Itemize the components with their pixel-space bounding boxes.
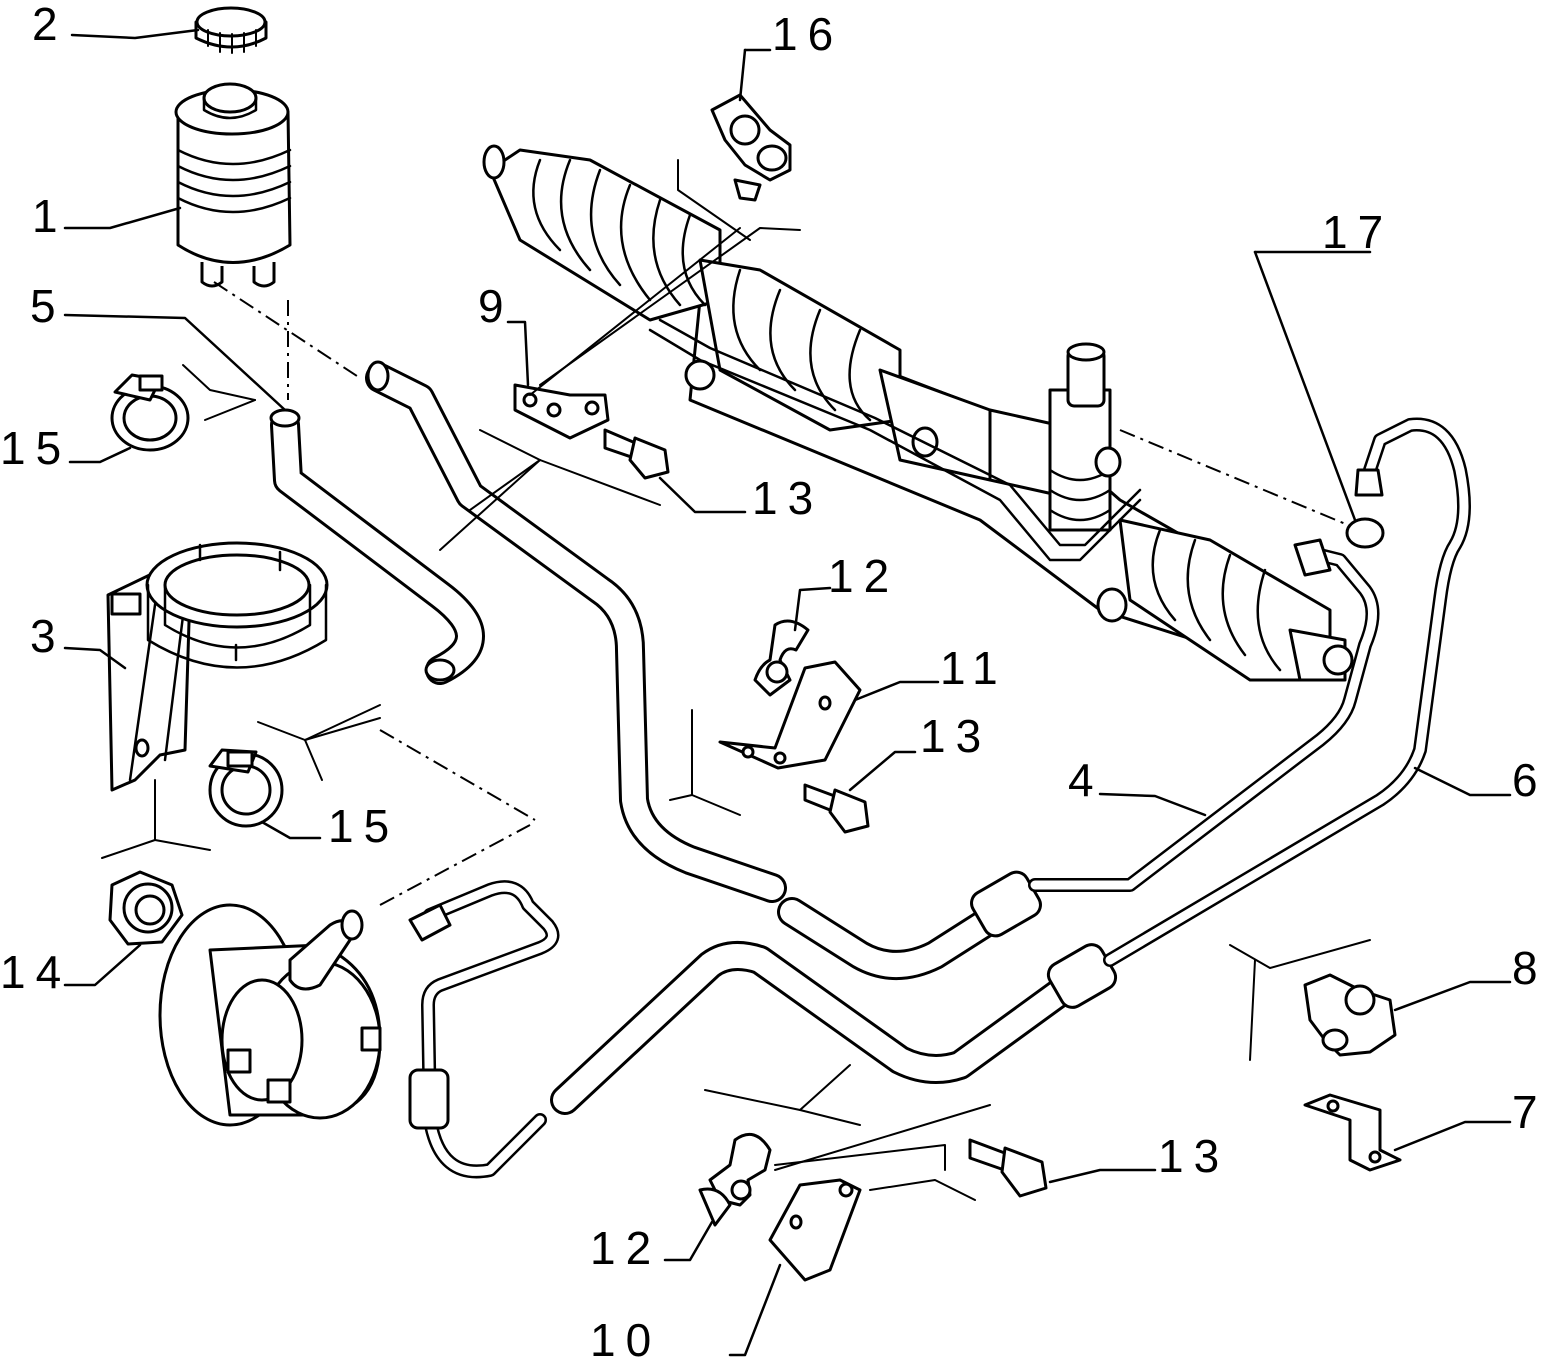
callout-16: 16 [772,8,843,60]
callout-5: 5 [30,280,66,332]
callout-17: 17 [1322,206,1393,258]
steering-rack-part [482,144,1354,682]
callout-13-upper: 13 [752,472,823,524]
pressure-line-part [408,417,1471,1179]
return-line-part [777,538,1380,980]
reservoir-cap-part [194,6,268,54]
callout-4: 4 [1068,754,1104,806]
callout-6: 6 [1512,754,1543,806]
seal-ring-part [1345,517,1385,549]
bracket-7-part [1303,1093,1402,1172]
bracket-9-part [513,383,610,440]
callout-9: 9 [478,280,514,332]
hose-clamp-upper-part [110,373,190,452]
pipe-clip-top-part [710,93,792,202]
callout-7: 7 [1512,1086,1543,1138]
assembly-line [379,824,531,906]
callout-12-lower: 12 [590,1222,661,1274]
steering-pump-part [158,903,382,1127]
bolt-middle-part [803,783,870,834]
callout-13-lower: 13 [1158,1130,1229,1182]
pipe-clip-lower-part [698,1132,772,1227]
bracket-10-part [768,1178,862,1282]
callout-1: 1 [32,190,68,242]
bracket-11-part [718,660,862,770]
assembly-indicator-lines [101,159,1371,1201]
reservoir-part [174,82,292,288]
callout-15-lower: 15 [328,800,399,852]
callout-11: 11 [940,642,1008,694]
hose-clamp-lower-part [208,748,284,828]
pump-bracket-part [106,541,329,792]
callout-3: 3 [30,610,66,662]
pipe-clip-right-part [1303,973,1397,1057]
bolt-upper-part [603,428,670,480]
assembly-line [379,729,536,821]
return-hose-part [365,360,787,903]
callout-13-middle: 13 [920,710,991,762]
callout-12-upper: 12 [828,550,899,602]
callout-14: 14 [0,946,71,998]
supply-hose-part [269,408,485,685]
callout-8: 8 [1512,942,1543,994]
leader-lines [63,28,1512,1357]
assembly-line [1119,429,1361,531]
callout-2: 2 [32,0,68,50]
bolt-lower-part [968,1138,1048,1198]
pipe-clip-middle-part [753,619,810,697]
callout-10: 10 [590,1314,661,1360]
callout-15-upper: 15 [0,422,71,474]
nut-part [108,870,184,946]
